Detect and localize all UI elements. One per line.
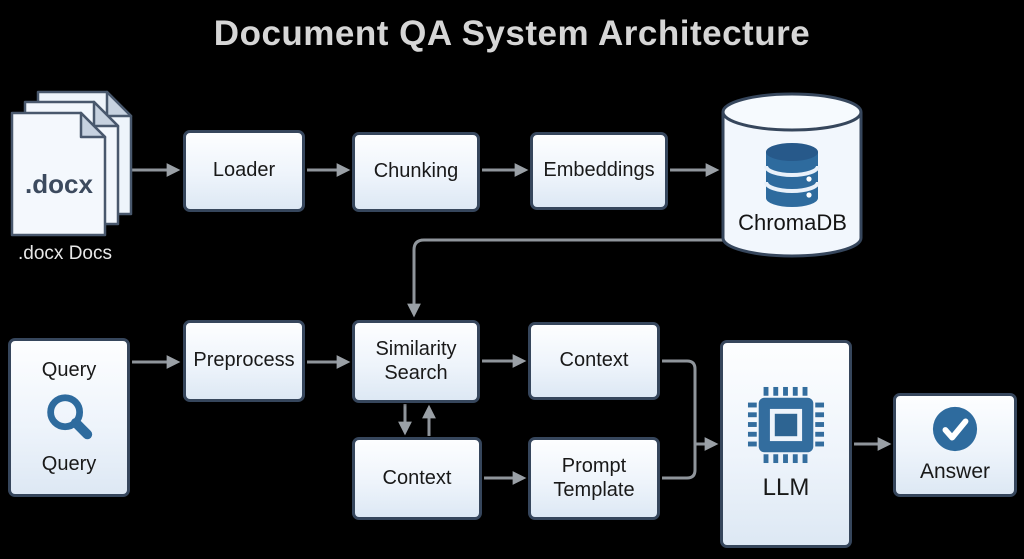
- checkmark-icon: [932, 407, 978, 452]
- docx-file-label: .docx: [25, 169, 93, 199]
- query-bottom-label: Query: [41, 452, 97, 475]
- loader-label: Loader: [212, 159, 276, 182]
- document-stack-icon: [10, 90, 133, 237]
- edge-context-merge: [662, 359, 697, 444]
- embeddings-label: Embeddings: [543, 159, 655, 182]
- similarity-search-label: Similarity Search: [375, 337, 457, 384]
- edge-chromadb-similarity-search: [407, 238, 728, 318]
- node-preprocess: Preprocess: [183, 320, 305, 402]
- page-title: Document QA System Architecture: [213, 14, 811, 53]
- node-similarity-search: Similarity Search: [352, 320, 480, 403]
- database-disks-icon: [764, 143, 820, 207]
- node-chunking: Chunking: [352, 132, 480, 212]
- node-embeddings: Embeddings: [530, 132, 668, 210]
- node-query: Query Query: [8, 338, 130, 497]
- query-top-label: Query: [41, 358, 97, 381]
- cpu-chip-icon: [747, 386, 825, 463]
- node-context-top: Context: [528, 322, 660, 400]
- node-context-bottom: Context: [352, 437, 482, 520]
- llm-label: LLM: [762, 473, 810, 501]
- search-icon: [47, 393, 93, 439]
- context-top-label: Context: [559, 349, 629, 372]
- chunking-label: Chunking: [373, 160, 459, 183]
- node-loader: Loader: [183, 130, 305, 212]
- edge-prompt-merge: [662, 444, 697, 480]
- chromadb-label: ChromaDB: [738, 210, 847, 235]
- node-answer: Answer: [893, 393, 1017, 497]
- prompt-template-label: Prompt Template: [553, 454, 635, 501]
- docx-stack-caption: .docx Docs: [18, 243, 112, 264]
- answer-label: Answer: [919, 460, 991, 484]
- context-bottom-label: Context: [382, 466, 452, 489]
- preprocess-label: Preprocess: [193, 349, 295, 372]
- node-prompt-template: Prompt Template: [528, 437, 660, 520]
- node-llm: LLM: [720, 340, 852, 548]
